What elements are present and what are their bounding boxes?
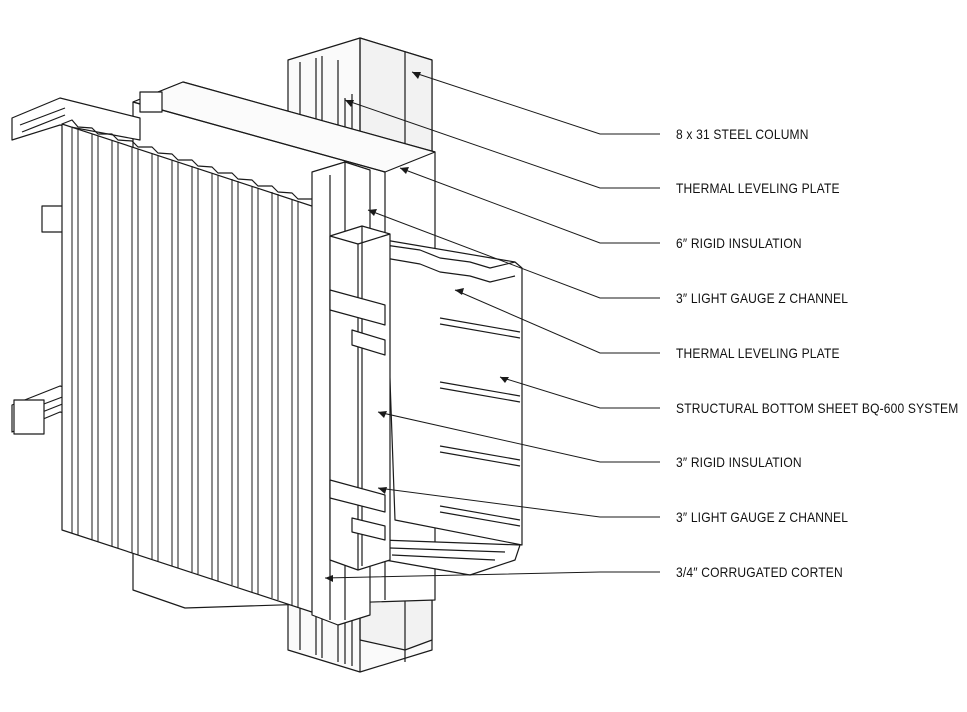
leader-arrowheads	[325, 72, 509, 582]
label-thermal-leveling-plate-1: THERMAL LEVELING PLATE	[676, 180, 840, 196]
rigid-insulation-3in	[329, 225, 391, 571]
label-rigid-insulation-3in: 3″ RIGID INSULATION	[676, 454, 802, 470]
corrugated-corten-panel	[61, 119, 331, 619]
label-thermal-leveling-plate-2: THERMAL LEVELING PLATE	[676, 345, 840, 361]
label-z-channel-1: 3″ LIGHT GAUGE Z CHANNEL	[676, 290, 849, 306]
z-channel-horizontal	[329, 289, 386, 541]
label-steel-column: 8 x 31 STEEL COLUMN	[676, 126, 809, 142]
leader-lines	[324, 71, 660, 579]
label-structural-bottom-sheet: STRUCTURAL BOTTOM SHEET BQ-600 SYSTEM	[676, 400, 959, 416]
label-z-channel-2: 3″ LIGHT GAUGE Z CHANNEL	[676, 509, 849, 525]
label-corrugated-corten: 3/4″ CORRUGATED CORTEN	[676, 564, 843, 580]
label-rigid-insulation-6in: 6″ RIGID INSULATION	[676, 235, 802, 251]
